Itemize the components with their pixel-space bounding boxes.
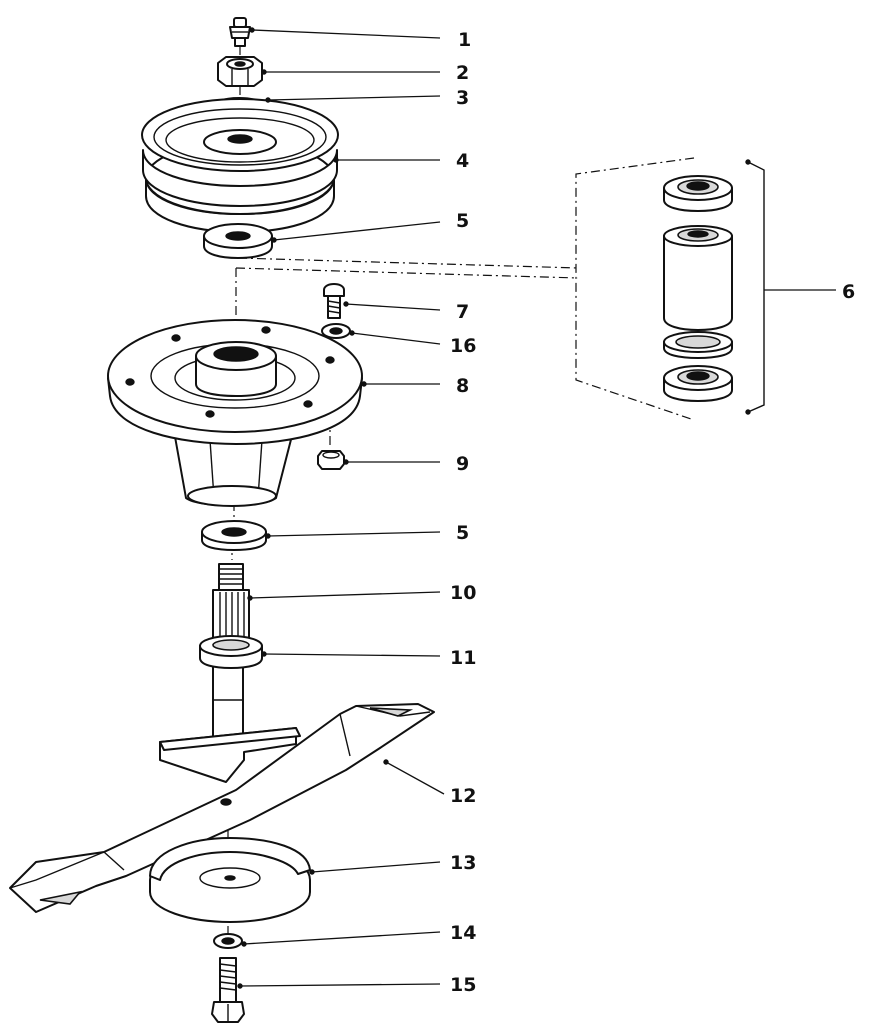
part-5-spacer-top (203, 223, 273, 259)
callout-5-lower: 5 (456, 522, 469, 544)
callout-9: 9 (456, 453, 469, 475)
callout-6: 6 (842, 281, 855, 303)
callout-14: 14 (450, 922, 476, 944)
callout-1: 1 (458, 29, 471, 51)
callout-labels: 1 2 3 4 5 6 7 16 8 9 5 10 11 12 13 14 15 (450, 29, 855, 996)
callout-5-top: 5 (456, 210, 469, 232)
callout-15: 15 (450, 974, 476, 996)
callout-11: 11 (450, 647, 476, 669)
part-1-grease-fitting (229, 17, 251, 47)
callout-4: 4 (456, 150, 469, 172)
part-11-bearing-collar (199, 635, 263, 669)
callout-7: 7 (456, 301, 469, 323)
part-16-lock-washer (321, 323, 351, 339)
part-4-pulley (141, 98, 339, 233)
part-7-bolt (323, 283, 345, 319)
callout-10: 10 (450, 582, 476, 604)
callout-leaders (237, 27, 445, 989)
callout-12: 12 (450, 785, 476, 807)
part-10-spindle-shaft (212, 563, 250, 741)
part-12-blade (9, 703, 435, 913)
blade-adapter-plate (159, 727, 301, 783)
part-14-washer (213, 933, 243, 949)
part-2-nut (217, 56, 263, 87)
part-13-cup (149, 837, 311, 923)
part-15-bolt (211, 957, 245, 1023)
callout-13: 13 (450, 852, 476, 874)
callout-16: 16 (450, 335, 476, 357)
part-9-nut (317, 450, 345, 470)
callout-3: 3 (456, 87, 469, 109)
callout-8: 8 (456, 375, 469, 397)
part-6-bearing-kit (575, 157, 836, 421)
part-5-spacer-lower (201, 520, 267, 551)
part-8-spindle-housing (107, 319, 363, 507)
callout-2: 2 (456, 62, 469, 84)
